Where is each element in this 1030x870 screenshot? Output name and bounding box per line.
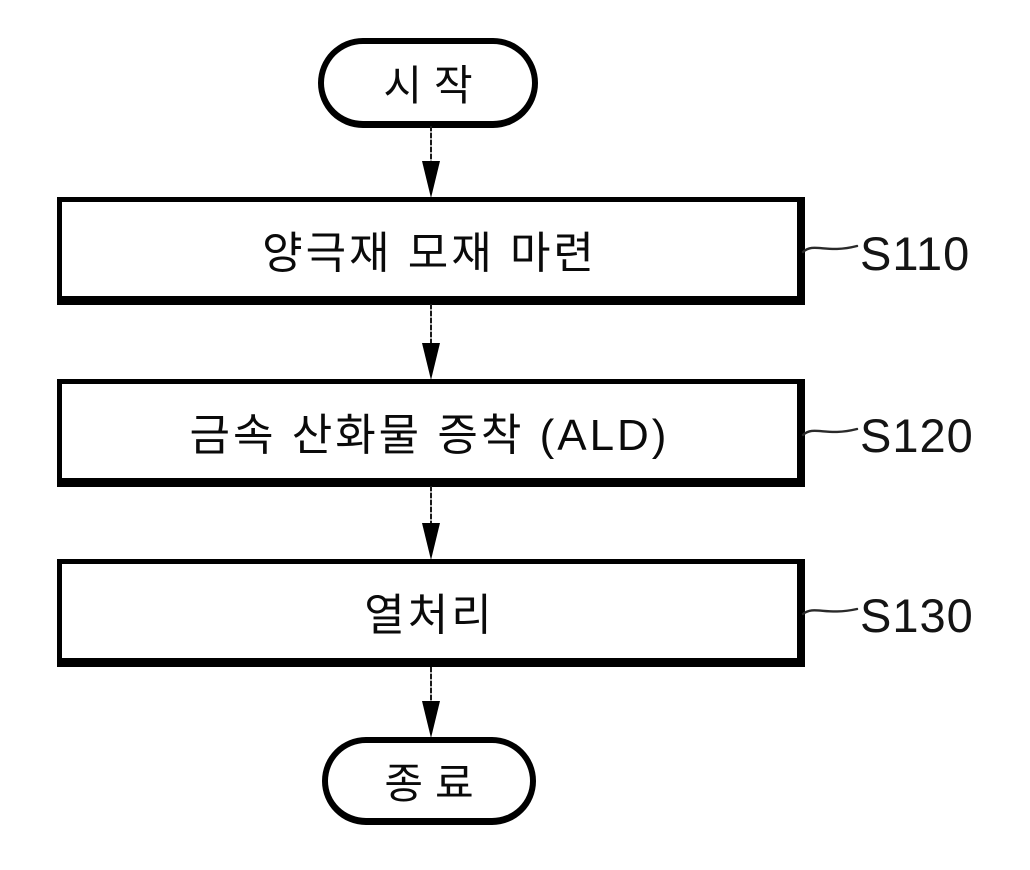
arrow-down-icon: [420, 304, 442, 380]
arrow-down-icon: [420, 126, 442, 198]
tilde-connector-icon: [801, 427, 859, 437]
end-terminal: 종료: [322, 737, 536, 825]
arrow-shaft: [430, 667, 432, 733]
process-box-step-2-label: 금속 산화물 증착 (ALD): [189, 411, 670, 460]
start-terminal-label: 시작: [383, 62, 485, 109]
process-box-step-2: 금속 산화물 증착 (ALD): [57, 379, 805, 487]
step-ref-s130: S130: [860, 589, 974, 642]
step-ref-s120: S120: [860, 409, 974, 462]
end-terminal-label: 종료: [384, 760, 486, 807]
process-box-step-3-label: 열처리: [364, 591, 495, 640]
process-box-step-1-label: 양극재 모재 마련: [262, 229, 597, 278]
arrow-head: [422, 161, 440, 198]
arrow-head: [422, 701, 440, 738]
process-box-step-1: 양극재 모재 마련: [57, 197, 805, 305]
arrow-down-icon: [420, 486, 442, 560]
tilde-connector-icon: [801, 244, 859, 254]
arrow-head: [422, 523, 440, 560]
arrow-down-icon: [420, 667, 442, 738]
process-box-step-3: 열처리: [57, 559, 805, 667]
tilde-connector-icon: [801, 607, 859, 616]
arrow-shaft: [430, 486, 432, 555]
step-ref-s110: S110: [860, 227, 971, 280]
arrow-shaft: [430, 126, 432, 193]
arrow-head: [422, 343, 440, 380]
arrow-shaft: [430, 304, 432, 375]
start-terminal: 시작: [318, 38, 538, 128]
